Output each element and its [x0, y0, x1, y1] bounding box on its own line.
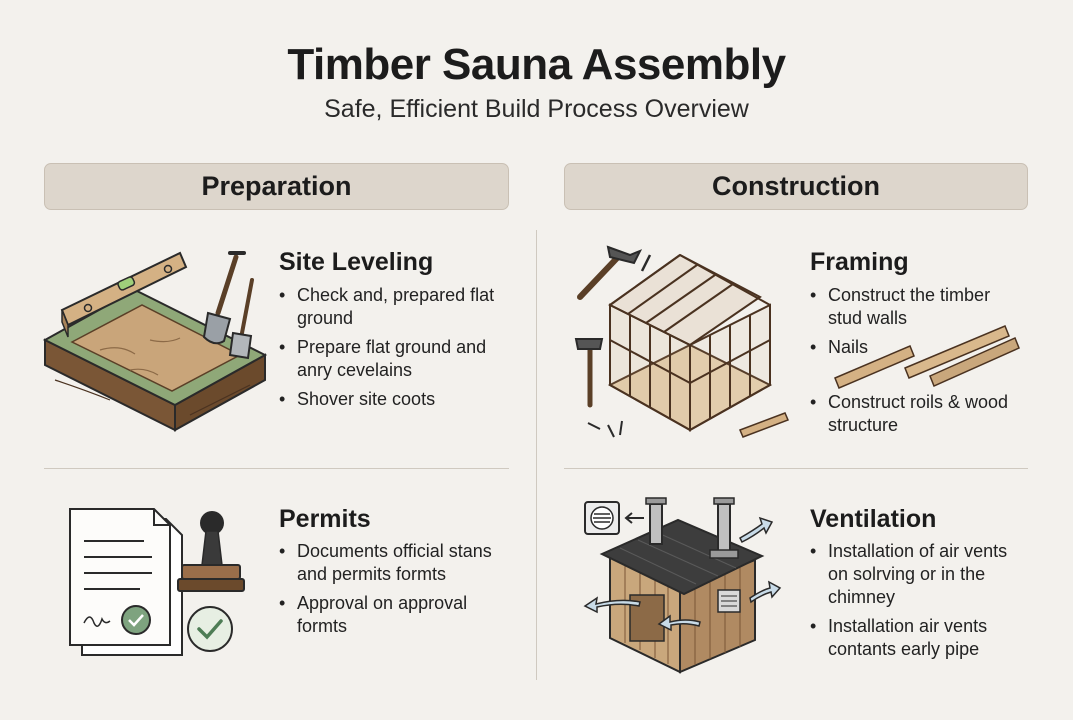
- bullet-item: Prepare flat ground and anry cevelains: [279, 336, 509, 382]
- spirit-level-icon: [60, 251, 188, 338]
- page-subtitle: Safe, Efficient Build Process Overview: [324, 95, 749, 123]
- column-header-preparation: Preparation: [44, 163, 509, 210]
- spade-icon: [228, 278, 254, 360]
- hammer-icon: [577, 245, 643, 300]
- step-title-framing: Framing: [810, 248, 909, 276]
- bullets-framing: Construct the timber stud walls Nails Co…: [810, 284, 1025, 443]
- hammer-icon: [574, 338, 604, 408]
- row-divider-left: [44, 468, 509, 469]
- wall-vent-icon: [584, 501, 644, 535]
- step-title-ventilation: Ventilation: [810, 505, 937, 533]
- row-divider-right: [564, 468, 1028, 469]
- sauna-cabin-icon: [599, 518, 765, 674]
- bullet-item: Nails: [810, 336, 1025, 359]
- bullet-item: Installation of air vents on solrving or…: [810, 540, 1030, 609]
- bullet-item: Shover site coots: [279, 388, 509, 411]
- framing-illustration: [574, 245, 789, 438]
- bullet-item: Documents official stans and permits for…: [279, 540, 499, 586]
- bullets-site-leveling: Check and, prepared flat ground Prepare …: [279, 284, 509, 417]
- column-divider: [536, 230, 537, 680]
- column-header-construction: Construction: [564, 163, 1028, 210]
- ventilation-illustration: [583, 497, 782, 674]
- bullets-ventilation: Installation of air vents on solrving or…: [810, 540, 1030, 667]
- bullets-permits: Documents official stans and permits for…: [279, 540, 499, 644]
- permits-illustration: [69, 508, 245, 656]
- document-icon: [69, 508, 183, 656]
- approved-check-icon: [187, 606, 233, 652]
- nail-icon: [587, 254, 652, 438]
- page-title: Timber Sauna Assembly: [287, 40, 786, 89]
- bullet-item: Approval on approval formts: [279, 592, 499, 638]
- bullet-item: Check and, prepared flat ground: [279, 284, 509, 330]
- wood-plank-icon: [739, 412, 789, 438]
- shovel-icon: [202, 251, 246, 345]
- timber-frame-icon: [607, 253, 773, 432]
- chimney-icon: [645, 497, 739, 559]
- airflow-arrow-icon: [583, 516, 782, 632]
- bullet-item: Construct roils & wood structure: [810, 391, 1025, 437]
- rubber-stamp-icon: [177, 511, 245, 592]
- step-title-permits: Permits: [279, 505, 371, 533]
- site-leveling-illustration: [42, 251, 268, 432]
- step-title-site-leveling: Site Leveling: [279, 248, 434, 276]
- bullet-item: Installation air vents contants early pi…: [810, 615, 1030, 661]
- bullet-item: Construct the timber stud walls: [810, 284, 1025, 330]
